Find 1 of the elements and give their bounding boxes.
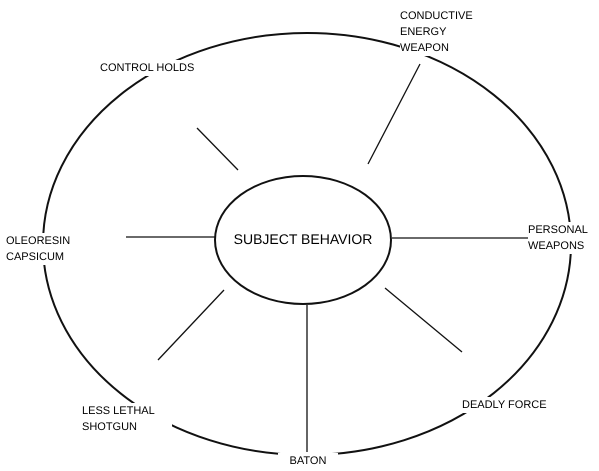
center-ellipse: SUBJECT BEHAVIOR xyxy=(214,175,392,305)
